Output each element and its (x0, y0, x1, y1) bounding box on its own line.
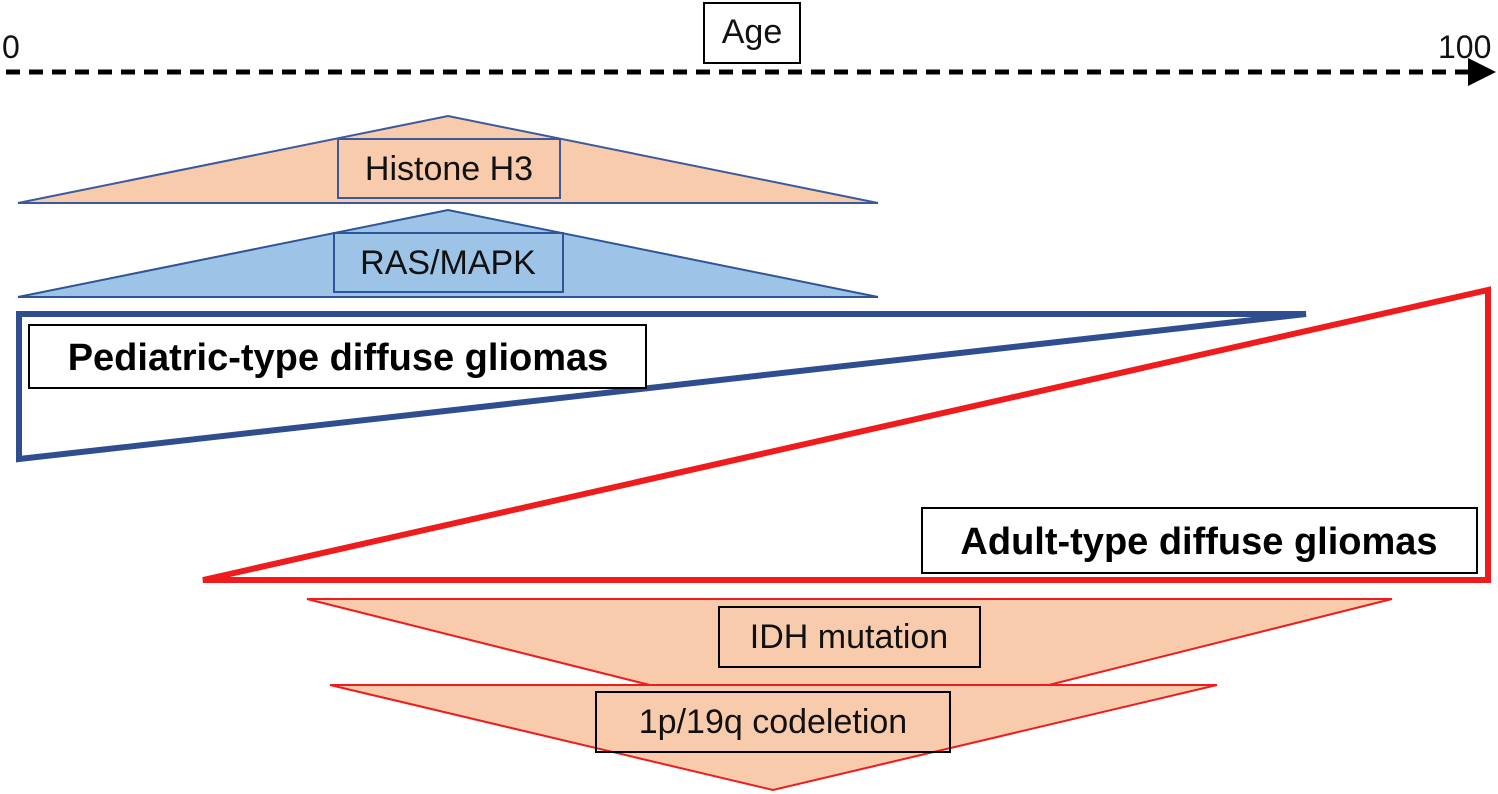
ras-mapk-triangle (17, 208, 879, 298)
ras-mapk-marker: RAS/MAPK (17, 208, 879, 298)
pediatric-type-wedge (16, 311, 1307, 463)
idh-mutation-marker: IDH mutation (306, 598, 1393, 737)
histone-h3-marker: Histone H3 (17, 114, 879, 204)
histone-h3-label: Histone H3 (365, 150, 533, 188)
ras-mapk-label-box (333, 232, 564, 293)
pediatric-type-label-box (28, 324, 647, 389)
idh-mutation-label-box (718, 606, 981, 668)
age-axis-min-label: 0 (2, 29, 20, 65)
age-axis-max-label: 100 (1438, 29, 1491, 65)
ras-mapk-label: RAS/MAPK (360, 244, 536, 282)
pediatric-type-group: Pediatric-type diffuse gliomas (16, 311, 1307, 463)
age-axis-title-box (703, 2, 801, 64)
age-axis-title: Age (722, 13, 783, 51)
codeletion-triangle (329, 684, 1218, 792)
codeletion-label: 1p/19q codeletion (639, 703, 907, 741)
codeletion-label-box (595, 691, 951, 753)
adult-type-label-box (921, 507, 1478, 574)
adult-type-wedge (202, 286, 1491, 583)
age-axis-arrowhead (1468, 58, 1496, 86)
histone-h3-triangle (17, 114, 879, 204)
idh-mutation-label: IDH mutation (750, 618, 948, 656)
adult-type-label: Adult-type diffuse gliomas (960, 521, 1437, 563)
age-axis: 0 100 Age (2, 2, 1496, 86)
histone-h3-label-box (337, 138, 561, 199)
pediatric-type-label: Pediatric-type diffuse gliomas (68, 337, 609, 379)
adult-type-group: Adult-type diffuse gliomas (202, 286, 1491, 583)
codeletion-marker: 1p/19q codeletion (329, 684, 1218, 792)
